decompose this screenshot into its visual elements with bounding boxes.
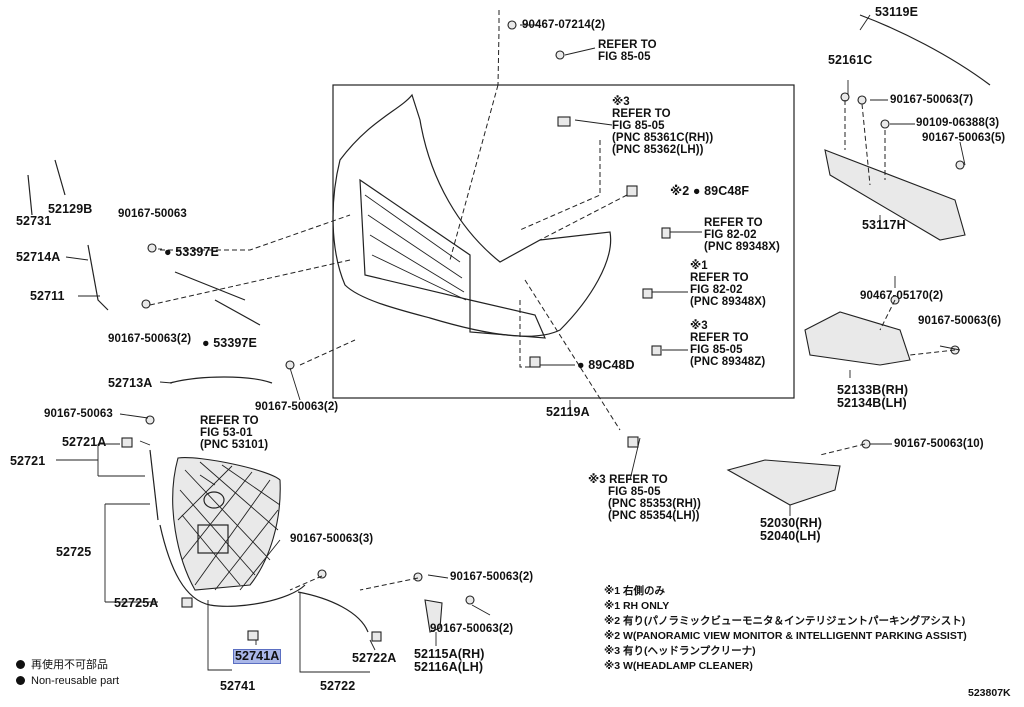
callout-52713a: 52713A: [108, 376, 153, 390]
radiator-support-bracket: [824, 149, 966, 241]
dash-lower: [289, 575, 419, 591]
callout-90167-50063-left-upper: 90167-50063: [118, 208, 187, 220]
footnote-3-en: ※3 W(HEADLAMP CLEANER): [604, 660, 753, 672]
callout-90467-07214: 90467-07214(2): [522, 19, 606, 31]
bumper-grille-opening: [359, 178, 471, 301]
grille-emblem-plate: [197, 524, 229, 554]
dash-lower-right: [524, 279, 621, 431]
fasteners: [121, 20, 965, 642]
callout-52161c: 52161C: [828, 53, 873, 67]
lower-bracket-52722: [297, 591, 369, 633]
dash-side: [909, 349, 956, 356]
dash-left-strip: [299, 339, 356, 366]
footnotes: ※1 右側のみ ※1 RH ONLY ※2 有り(パノラミックビューモニタ＆イン…: [604, 584, 967, 674]
bumper-cover-illustration: [332, 93, 612, 337]
callout-90167-50063-2-lower-a: 90167-50063(2): [450, 571, 534, 583]
left-lower-strip: [169, 376, 273, 384]
leader-lines: [56, 14, 966, 673]
footnote-3-jp: ※3 有り(ヘッドランプクリーナ): [604, 645, 756, 657]
callout-90167-50063-3: 90167-50063(3): [290, 533, 374, 545]
dash-left-upper: [160, 214, 351, 251]
dash-top: [497, 10, 500, 86]
dash-side-top: [879, 299, 896, 331]
callout-90167-50063-6: 90167-50063(6): [918, 315, 1002, 327]
callout-89c48d: ● 89C48D: [577, 358, 635, 372]
figure-id: 523807K: [968, 687, 1011, 699]
grille-molding-strip: [159, 524, 306, 607]
callout-90167-50063-2-lower-b: 90167-50063(2): [430, 623, 514, 635]
callout-90467-05170-2: 90467-05170(2): [860, 290, 944, 302]
callout-90109-06388-3: 90109-06388(3): [916, 117, 1000, 129]
dash-bumper-top: [449, 84, 499, 261]
footnote-1-en: ※1 RH ONLY: [604, 600, 670, 612]
callout-52721: 52721: [10, 454, 46, 468]
callout-52722a: 52722A: [352, 651, 397, 665]
dash-clip: [519, 140, 601, 231]
dash-fog: [819, 443, 866, 456]
callout-89c48f: ※2 ● 89C48F: [670, 184, 750, 198]
footnote-2-jp: ※2 有り(パノラミックビューモニタ＆インテリジェントパーキングアシスト): [604, 615, 966, 627]
callout-52741a[interactable]: 52741A: [232, 649, 282, 664]
callout-52115a-52116a: 52115A(RH)52116A(LH): [414, 647, 485, 674]
grille-side-bracket: [149, 449, 159, 521]
grille-mesh: [177, 461, 281, 591]
callout-90167-50063-5: 90167-50063(5): [922, 132, 1006, 144]
bumper-lower-opening: [469, 299, 546, 339]
callout-90167-50063-grille: 90167-50063: [44, 408, 113, 420]
dash-left-lower: [149, 259, 351, 306]
callout-52725: 52725: [56, 545, 92, 559]
assembly-frame: [332, 84, 795, 399]
callout-90167-50063-2-left: 90167-50063(2): [108, 333, 192, 345]
callout-52711: 52711: [30, 289, 65, 303]
callout-90167-50063-10: 90167-50063(10): [894, 438, 984, 450]
callout-52731: 52731: [16, 214, 52, 228]
callout-52714a: 52714A: [16, 250, 61, 264]
left-seal-strips: [174, 271, 261, 326]
callout-53117h: 53117H: [862, 218, 906, 232]
dash-89c48f: [539, 194, 628, 241]
callout-53119e: 53119E: [875, 5, 919, 19]
callout-52725a: 52725A: [114, 596, 159, 610]
legend-non-reusable-jp: 再使用不可部品: [16, 657, 119, 673]
left-bracket-52714A: [87, 244, 109, 311]
callout-53397e-upper: ● 53397E: [164, 245, 219, 259]
callout-52129b: 52129B: [48, 202, 93, 216]
callout-52133b-52134b: 52133B(RH)52134B(LH): [837, 383, 909, 410]
callout-52030-52040: 52030(RH)52040(LH): [760, 516, 823, 543]
side-support-bracket: [804, 311, 911, 366]
footnote-2-en: ※2 W(PANORAMIC VIEW MONITOR & INTELLIGEN…: [604, 630, 967, 642]
dash-89c48d: [519, 300, 530, 368]
fog-lamp-cover: [726, 459, 841, 506]
callout-90167-50063-2-strip: 90167-50063(2): [255, 401, 339, 413]
lower-bracket-52115A: [424, 599, 443, 633]
callout-90167-50063-7: 90167-50063(7): [890, 94, 974, 106]
dash-radiator: [844, 100, 886, 186]
callout-52741: 52741: [220, 679, 256, 693]
callout-52722: 52722: [320, 679, 356, 693]
callout-53397e-lower: ● 53397E: [202, 336, 257, 350]
grille-emblem: [203, 491, 225, 509]
grille-illustration: [172, 457, 281, 591]
legend: 再使用不可部品 Non-reusable part: [16, 657, 119, 689]
callout-52721a: 52721A: [62, 435, 107, 449]
bumper-grille-ribs: [364, 194, 467, 301]
footnote-1-jp: ※1 右側のみ: [604, 585, 665, 597]
seal-strip: [859, 14, 991, 86]
left-bracket-clips: [27, 159, 66, 216]
callout-52119a: 52119A: [546, 405, 590, 419]
legend-non-reusable-en: Non-reusable part: [16, 673, 119, 689]
